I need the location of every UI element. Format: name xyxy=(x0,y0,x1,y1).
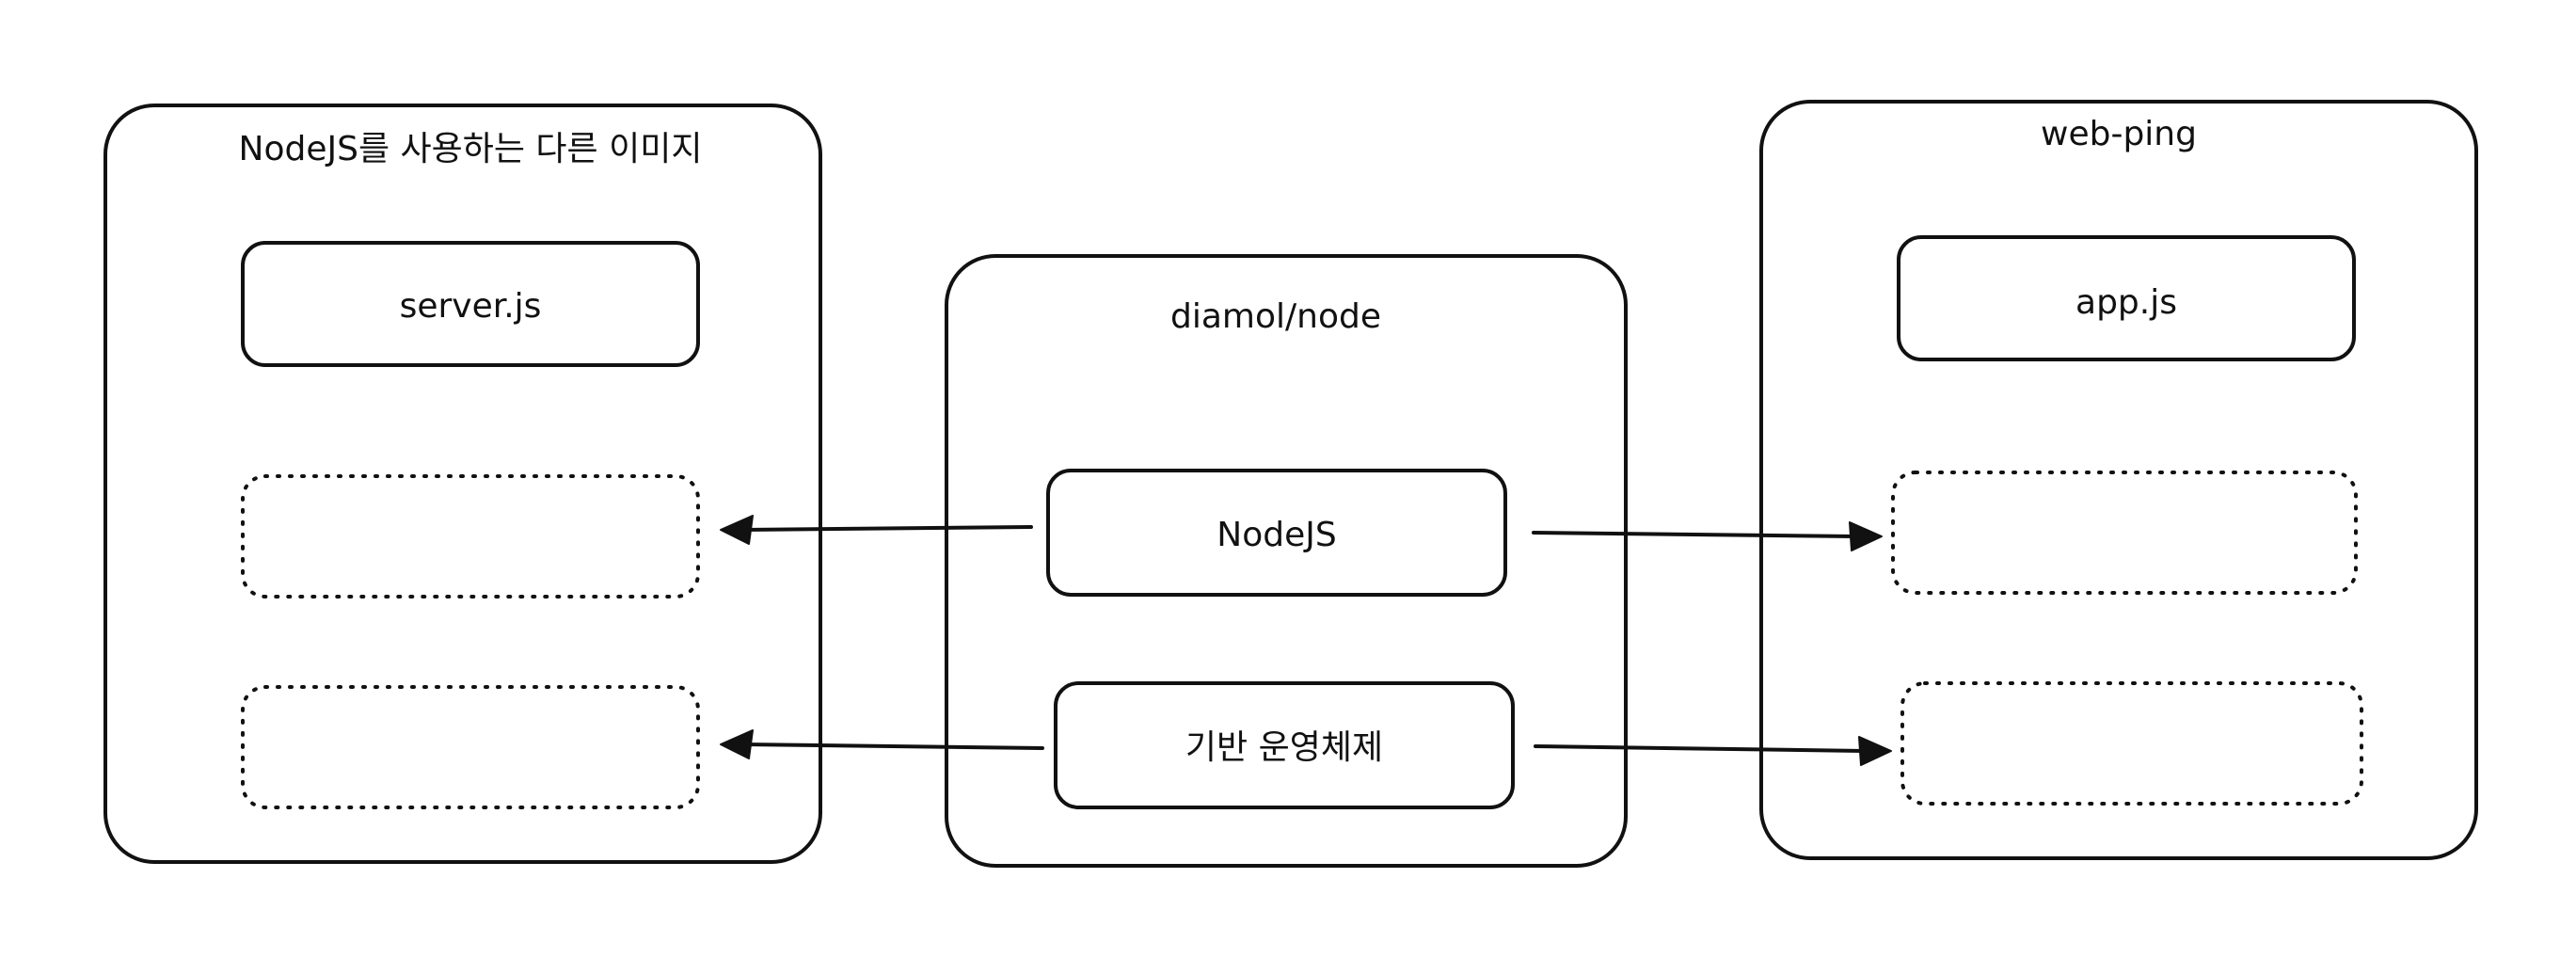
nodejs-layer xyxy=(1046,469,1507,597)
web-ping-title: web-ping xyxy=(2041,115,2197,153)
arrowhead-left-icon xyxy=(720,515,754,545)
server-js-label: server.js xyxy=(400,287,542,326)
nodejs-label: NodeJS xyxy=(1216,516,1336,554)
os-arrow-left xyxy=(720,729,1044,759)
server-js-layer xyxy=(241,241,700,367)
os-label: 기반 운영체제 xyxy=(1185,728,1383,767)
other-image-frame xyxy=(103,104,822,864)
web-ping-container: web-ping app.js xyxy=(1759,100,2478,860)
arrowhead-right-icon xyxy=(1858,736,1892,766)
base-image-frame xyxy=(945,254,1628,868)
arrowhead-left-icon xyxy=(720,729,754,759)
web-ping-frame xyxy=(1759,100,2478,860)
other-image-container: NodeJS를 사용하는 다른 이미지 server.js xyxy=(103,104,822,864)
shared-os-slot-left xyxy=(241,685,700,809)
os-layer xyxy=(1054,681,1515,809)
arrowhead-right-icon xyxy=(1849,521,1883,551)
app-js-layer xyxy=(1897,235,2356,361)
runtime-arrow-left xyxy=(720,515,1033,545)
other-image-title: NodeJS를 사용하는 다른 이미지 xyxy=(239,130,703,168)
shared-runtime-slot-left xyxy=(241,474,700,599)
shared-os-slot-right xyxy=(1900,681,2363,806)
base-image-title: diamol/node xyxy=(1170,297,1381,336)
shared-runtime-slot-right xyxy=(1891,471,2358,595)
app-js-label: app.js xyxy=(2075,283,2177,322)
runtime-arrow-right xyxy=(1532,521,1883,551)
base-image-container: diamol/node NodeJS 기반 운영체제 xyxy=(945,254,1628,868)
os-arrow-right xyxy=(1534,736,1892,766)
